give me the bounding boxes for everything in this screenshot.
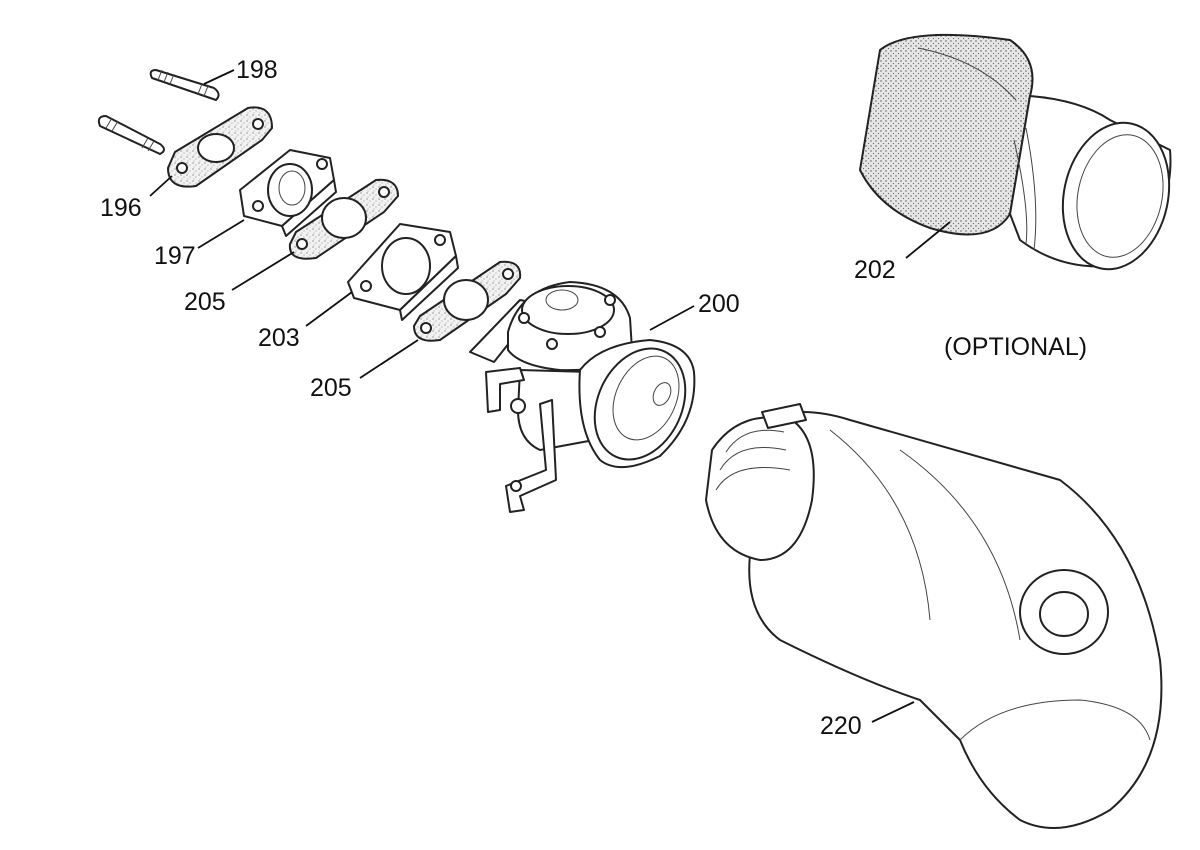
stud-196 — [97, 115, 165, 155]
label-205-a: 205 — [184, 288, 226, 316]
label-202: 202 — [854, 256, 896, 284]
label-203: 203 — [258, 324, 300, 352]
spacer-197 — [239, 149, 337, 237]
label-198: 198 — [236, 56, 278, 84]
carburetor-200 — [469, 281, 696, 513]
spacer-203 — [347, 223, 459, 321]
optional-note: (OPTIONAL) — [944, 333, 1087, 361]
label-197: 197 — [154, 242, 196, 270]
label-200: 200 — [698, 290, 740, 318]
stud-198 — [149, 69, 220, 101]
air-filter-202 — [858, 33, 1172, 271]
label-220: 220 — [820, 712, 862, 740]
gasket-196 — [166, 106, 274, 188]
gasket-205-a — [288, 178, 400, 260]
leader-lines — [149, 69, 951, 723]
label-196: 196 — [100, 194, 142, 222]
label-205-b: 205 — [310, 374, 352, 402]
intake-silencer-220 — [705, 403, 1163, 829]
gasket-205-b — [412, 260, 522, 342]
